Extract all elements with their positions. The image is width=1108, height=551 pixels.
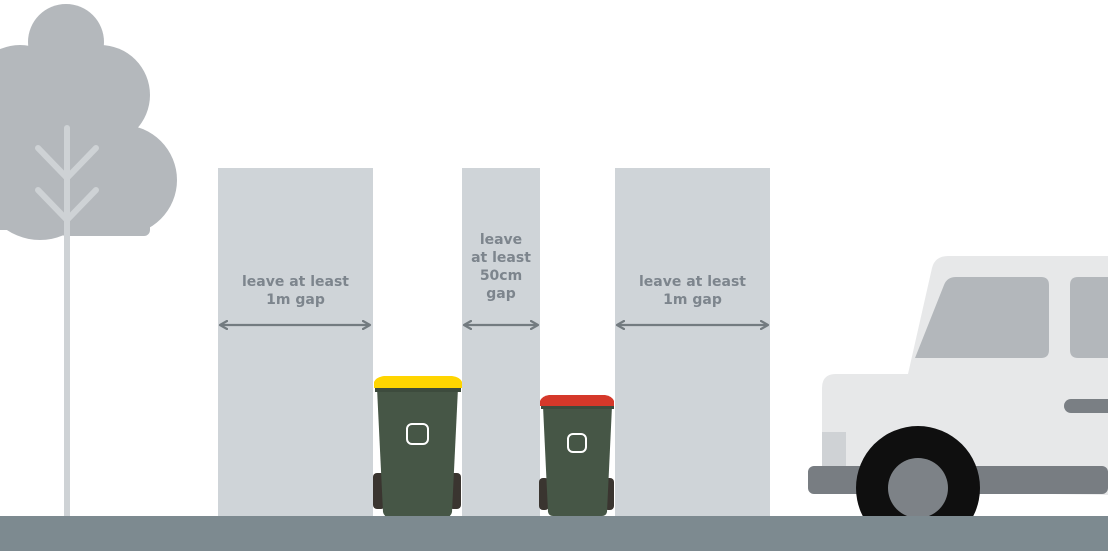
gap-label-middle: leave at least 50cm gap	[462, 231, 540, 303]
car-headlight	[822, 432, 846, 466]
bin-lid-yellow	[374, 376, 462, 388]
tree-canopy	[0, 4, 177, 240]
tree	[0, 4, 177, 516]
gap-zone-right	[615, 168, 770, 518]
gap-zone-left	[218, 168, 373, 518]
red-lid-bin	[539, 395, 614, 516]
car	[808, 256, 1108, 550]
gap-zone-middle	[462, 168, 540, 518]
gap-label-left: leave at least 1m gap	[218, 273, 373, 309]
gap-label-right: leave at least 1m gap	[615, 273, 770, 309]
yellow-lid-bin	[373, 376, 462, 517]
ground	[0, 516, 1108, 551]
car-hub	[888, 458, 948, 518]
bin-body	[543, 406, 612, 516]
car-window-rear	[1070, 277, 1108, 358]
bin-lid-red	[540, 395, 614, 406]
bin-body	[377, 388, 458, 517]
car-door-handle	[1064, 399, 1108, 413]
